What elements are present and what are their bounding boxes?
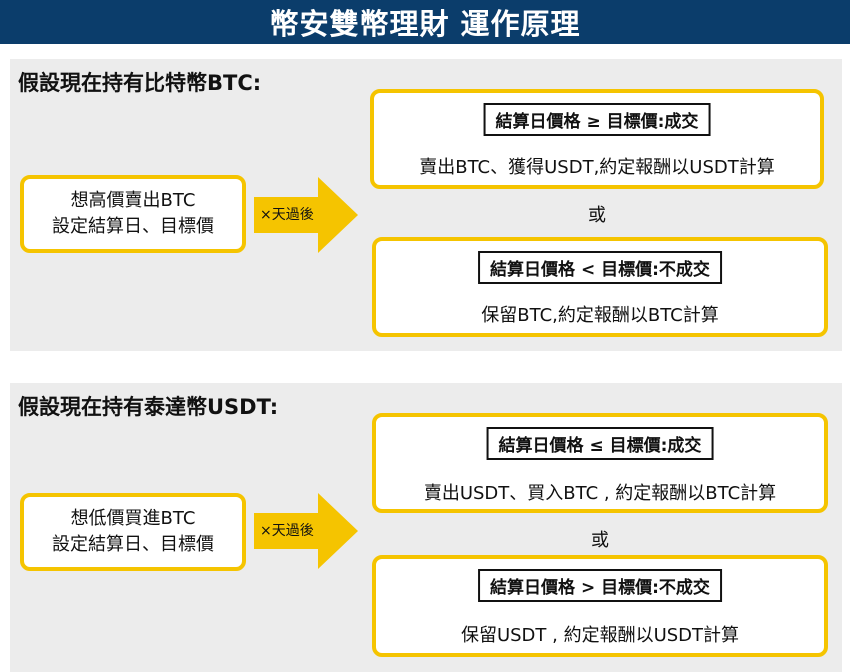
or-label: 或 [591, 530, 609, 551]
intent-line-2: 設定結算日、目標價 [52, 216, 214, 237]
result-text: 賣出BTC、獲得USDT,約定報酬以USDT計算 [419, 157, 775, 178]
intent-line-1: 想高價賣出BTC [70, 190, 196, 211]
condition-label: 結算日價格 > 目標價:不成交 [478, 569, 722, 602]
arrow-icon: ×天過後 [254, 177, 358, 253]
intent-box: 想低價買進BTC 設定結算日、目標價 [20, 493, 246, 571]
intent-box: 想高價賣出BTC 設定結算日、目標價 [20, 175, 246, 253]
condition-label: 結算日價格 < 目標價:不成交 [478, 251, 722, 284]
outcome-box-trade: 結算日價格 ≤ 目標價:成交 賣出USDT、買入BTC , 約定報酬以BTC計算 [372, 413, 828, 513]
scenario-panel-btc: 假設現在持有比特幣BTC: 想高價賣出BTC 設定結算日、目標價 ×天過後 結算… [10, 59, 842, 351]
outcome-box-trade: 結算日價格 ≥ 目標價:成交 賣出BTC、獲得USDT,約定報酬以USDT計算 [370, 89, 824, 189]
arrow-icon: ×天過後 [254, 493, 358, 569]
intent-line-1: 想低價買進BTC [70, 508, 196, 529]
scenario-title: 假設現在持有比特幣BTC: [18, 71, 262, 95]
arrow-label: ×天過後 [260, 207, 314, 223]
result-text: 賣出USDT、買入BTC , 約定報酬以BTC計算 [423, 483, 777, 504]
outcome-box-no-trade: 結算日價格 < 目標價:不成交 保留BTC,約定報酬以BTC計算 [372, 237, 828, 337]
condition-label: 結算日價格 ≥ 目標價:成交 [483, 103, 711, 136]
result-text: 保留USDT , 約定報酬以USDT計算 [460, 625, 740, 646]
scenario-panel-usdt: 假設現在持有泰達幣USDT: 想低價買進BTC 設定結算日、目標價 ×天過後 結… [10, 383, 842, 672]
intent-line-2: 設定結算日、目標價 [52, 534, 214, 555]
result-text: 保留BTC,約定報酬以BTC計算 [481, 305, 719, 326]
condition-label: 結算日價格 ≤ 目標價:成交 [486, 427, 714, 460]
page-header: 幣安雙幣理財 運作原理 [0, 0, 850, 44]
outcome-box-no-trade: 結算日價格 > 目標價:不成交 保留USDT , 約定報酬以USDT計算 [372, 555, 828, 657]
scenario-title: 假設現在持有泰達幣USDT: [18, 395, 279, 419]
or-label: 或 [588, 205, 606, 226]
arrow-label: ×天過後 [260, 523, 314, 539]
page-title: 幣安雙幣理財 運作原理 [269, 7, 581, 41]
